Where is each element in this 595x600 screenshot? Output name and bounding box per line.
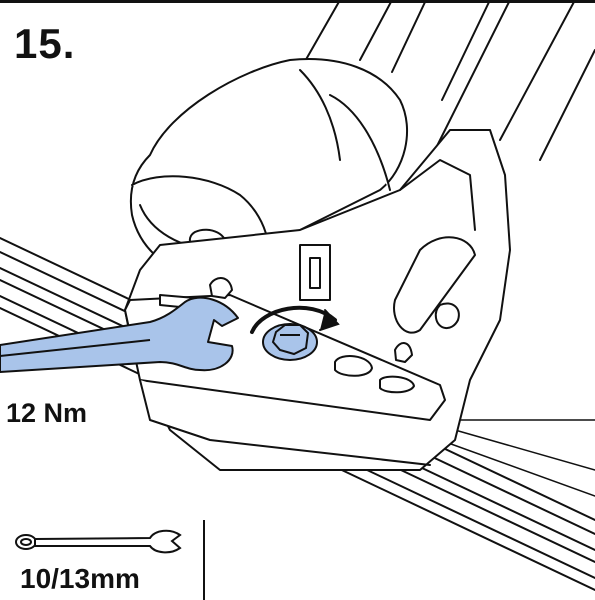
torque-label: 12 Nm xyxy=(6,398,88,428)
wrench-icon xyxy=(15,529,182,554)
step-number: 15. xyxy=(14,20,76,67)
wrench-illustration xyxy=(0,296,239,373)
divider xyxy=(203,520,205,600)
top-rule xyxy=(0,0,595,3)
bolt-icon xyxy=(262,323,318,361)
crossbar xyxy=(299,0,595,161)
tool-size-label: 10/13mm xyxy=(20,563,140,594)
rotation-arrow xyxy=(250,305,340,334)
